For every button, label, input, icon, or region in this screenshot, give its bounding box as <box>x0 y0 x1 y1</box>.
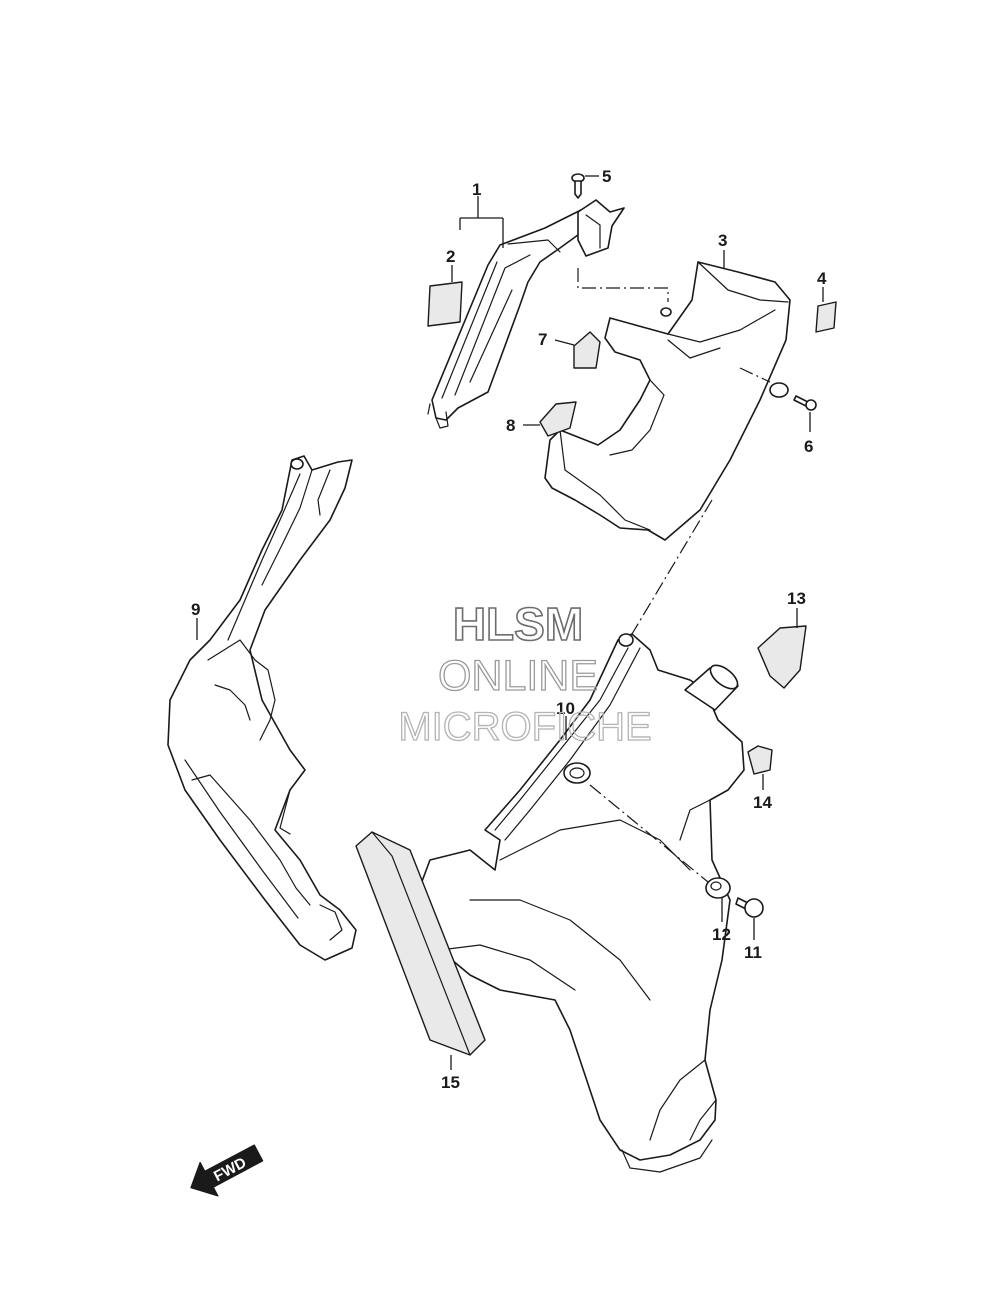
part-5-screw <box>571 173 585 199</box>
part-12-grommet <box>705 877 731 899</box>
part-9-side-cover <box>167 455 357 961</box>
callout-8: 8 <box>506 416 515 435</box>
part-15-foam-strip <box>355 831 486 1056</box>
callout-13: 13 <box>787 589 806 608</box>
leader-lines <box>196 175 824 1070</box>
part-3-inner-cover <box>544 261 791 541</box>
watermark-line-1: HLSM <box>453 598 583 650</box>
part-14-pad <box>747 745 773 775</box>
part-4-plate <box>815 301 837 333</box>
callout-1: 1 <box>472 180 481 199</box>
callout-7: 7 <box>538 330 547 349</box>
alignment-lines <box>577 268 771 883</box>
part-11-screw <box>735 897 764 918</box>
callout-14: 14 <box>753 793 772 812</box>
part-7-seal <box>573 331 601 369</box>
watermark-line-3: MICROFICHE <box>398 705 651 749</box>
callout-5: 5 <box>602 167 611 186</box>
part-8-seal <box>539 401 577 437</box>
part-1-bracket <box>427 207 586 429</box>
part-2-label <box>427 281 463 327</box>
callout-10: 10 <box>556 699 575 718</box>
part-10-leg-shield <box>414 633 745 1173</box>
watermark: HLSM ONLINE MICROFICHE <box>398 597 653 749</box>
watermark-line-2: ONLINE <box>438 652 598 700</box>
callout-9: 9 <box>191 600 200 619</box>
callout-11: 11 <box>744 943 762 962</box>
callout-4: 4 <box>817 269 827 288</box>
part-13-pad <box>757 625 807 689</box>
callout-15: 15 <box>441 1073 460 1092</box>
callout-2: 2 <box>446 247 455 266</box>
bracket-clip <box>577 199 625 257</box>
callout-3: 3 <box>718 231 727 250</box>
forward-arrow-icon: FWD <box>190 1144 264 1197</box>
callout-6: 6 <box>804 437 813 456</box>
part-6-screw <box>793 395 817 411</box>
callout-12: 12 <box>712 925 731 944</box>
callout-labels: 1 2 3 4 5 6 7 8 9 10 11 12 13 14 15 <box>191 167 827 1092</box>
